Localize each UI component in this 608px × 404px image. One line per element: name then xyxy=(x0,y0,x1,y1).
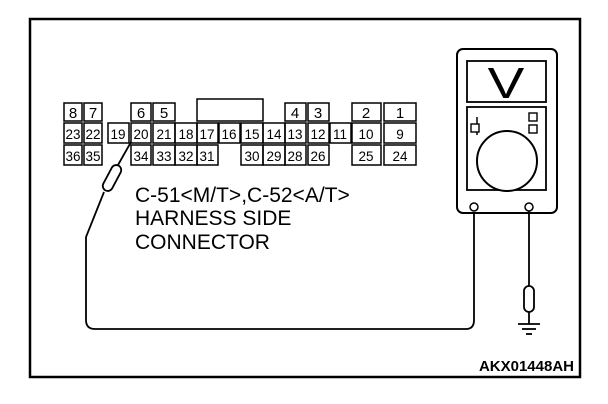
test-probe xyxy=(85,141,475,330)
pin-number: 18 xyxy=(178,127,193,142)
pin-number: 15 xyxy=(244,127,259,142)
ground-probe-body xyxy=(523,285,535,313)
connector-cell xyxy=(383,122,417,144)
meter-button xyxy=(528,112,538,122)
connector-cell xyxy=(152,102,176,122)
connector-cell xyxy=(130,122,152,144)
pin-number: 25 xyxy=(358,149,373,164)
pin-number: 11 xyxy=(333,127,347,142)
harness-connector: 8 7 6 5 4 3 2 1 23 22 19 20 21 18 17 16 … xyxy=(63,98,417,166)
pin-number: 33 xyxy=(156,149,171,164)
pin-number: 2 xyxy=(362,105,370,122)
ground-lead xyxy=(518,211,540,335)
meter-jack xyxy=(469,202,479,212)
ground-icon xyxy=(518,323,540,335)
connector-cell xyxy=(196,122,219,144)
meter-button xyxy=(470,123,480,133)
pin-number: 4 xyxy=(291,105,299,122)
pin-number: 35 xyxy=(85,149,100,164)
connector-cell xyxy=(130,102,152,122)
connector-cell xyxy=(63,102,83,122)
pin-number: 32 xyxy=(178,149,193,164)
pin-number: 29 xyxy=(266,149,281,164)
pin-number: 22 xyxy=(85,127,100,142)
connector-cell xyxy=(284,122,307,144)
connector-cell xyxy=(83,144,103,166)
pin-number: 23 xyxy=(65,127,80,142)
pin-number: 19 xyxy=(110,127,125,142)
connector-cell xyxy=(83,102,103,122)
probe-tip xyxy=(117,141,132,166)
connector-cell xyxy=(284,102,307,122)
connector-cell xyxy=(351,144,382,166)
pin-number: 8 xyxy=(69,105,77,122)
multimeter: V xyxy=(456,48,558,214)
meter-button xyxy=(528,124,538,134)
connector-cell xyxy=(196,144,219,166)
connector-cell xyxy=(307,144,330,166)
probe-lead-wire xyxy=(85,191,475,330)
pin-number: 12 xyxy=(310,127,325,142)
meter-display xyxy=(466,60,547,103)
pin-number: 36 xyxy=(65,149,80,164)
pin-number: 9 xyxy=(396,127,404,142)
connector-cell xyxy=(307,122,330,144)
pin-number: 21 xyxy=(156,127,171,142)
pin-number: 17 xyxy=(199,127,214,142)
pin-number: 26 xyxy=(310,149,325,164)
pin-number: 1 xyxy=(396,105,404,122)
pin-number: 3 xyxy=(314,105,322,122)
volt-symbol: V xyxy=(488,58,525,107)
connector-label-line2: HARNESS SIDE xyxy=(135,207,291,230)
connector-cell xyxy=(383,102,417,122)
connector-cell xyxy=(130,144,152,166)
pin-number: 28 xyxy=(287,149,302,164)
pin-number: 31 xyxy=(199,149,214,164)
connector-cell xyxy=(107,122,130,144)
connector-label-line3: CONNECTOR xyxy=(135,231,270,254)
connector-cell xyxy=(218,122,241,144)
connector-key xyxy=(196,98,264,122)
connector-cell xyxy=(351,102,382,122)
connector-cell xyxy=(383,144,417,166)
pin-number: 24 xyxy=(392,149,408,164)
probe-body xyxy=(101,164,123,192)
figure-code: AKX01448AH xyxy=(479,358,574,375)
connector-cell xyxy=(307,102,330,122)
pin-number: 34 xyxy=(133,149,149,164)
pin-number: 20 xyxy=(133,127,148,142)
diagram-frame xyxy=(28,17,582,379)
pin-number: 16 xyxy=(221,127,236,142)
connector-cell xyxy=(284,144,307,166)
meter-jack xyxy=(524,202,534,212)
meter-rotary-dial xyxy=(476,130,538,192)
connector-cell xyxy=(63,122,83,144)
pin-number: 6 xyxy=(137,105,145,122)
connector-label-line1: C-51<M/T>,C-52<A/T> xyxy=(135,184,350,207)
pin-number: 7 xyxy=(89,105,97,122)
connector-cell xyxy=(351,122,382,144)
pin-number: 5 xyxy=(160,105,168,122)
pin-number: 30 xyxy=(244,149,259,164)
connector-cell xyxy=(329,122,352,144)
connector-cell xyxy=(83,122,103,144)
pin-number: 13 xyxy=(287,127,302,142)
pin-number: 10 xyxy=(358,127,373,142)
pin-number: 14 xyxy=(266,127,282,142)
connector-cell xyxy=(63,144,83,166)
